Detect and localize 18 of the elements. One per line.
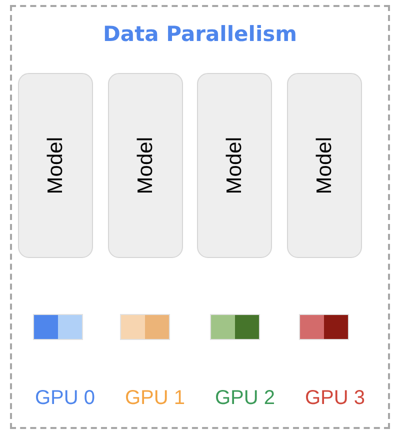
frame-heading: Data Parallelism <box>103 22 298 46</box>
gpu-label: GPU 3 <box>305 388 366 408</box>
square-pair-icon <box>211 315 259 339</box>
gpu-label: GPU 0 <box>35 388 96 408</box>
square-pair-icon <box>34 315 82 339</box>
model-label: Model <box>135 136 156 194</box>
model-box <box>287 73 362 258</box>
gpu-label: GPU 1 <box>125 388 186 408</box>
dashed-frame <box>10 5 390 429</box>
model-label: Model <box>45 136 66 194</box>
square-pair-icon <box>121 315 169 339</box>
square-pair-icon <box>300 315 348 339</box>
model-box <box>108 73 183 258</box>
model-box <box>18 73 93 258</box>
gpu-label: GPU 2 <box>215 388 276 408</box>
model-box <box>197 73 272 258</box>
model-label: Model <box>314 136 335 194</box>
model-label: Model <box>224 136 245 194</box>
